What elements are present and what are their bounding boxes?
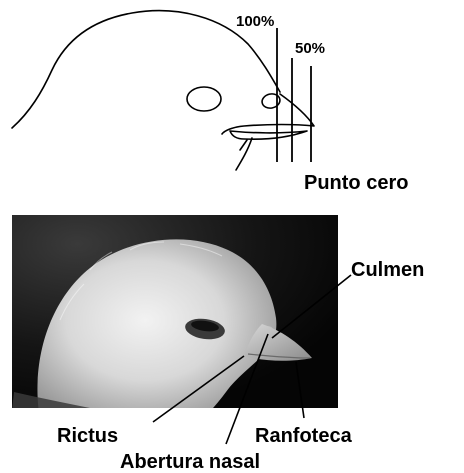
eye-outline — [187, 87, 221, 111]
bird-head-line-drawing — [12, 11, 314, 170]
throat-line — [236, 138, 252, 170]
label-100-percent: 100% — [236, 13, 274, 30]
upper-beak-outline — [222, 94, 314, 134]
lower-beak-outline — [230, 131, 307, 139]
chick-photo — [12, 215, 338, 420]
label-ranfoteca: Ranfoteca — [255, 425, 353, 447]
nostril-outline — [261, 92, 282, 109]
label-culmen: Culmen — [351, 259, 424, 281]
label-50-percent: 50% — [295, 40, 325, 57]
label-punto-cero: Punto cero — [304, 172, 408, 194]
label-rictus: Rictus — [57, 425, 118, 447]
label-abertura-nasal: Abertura nasal — [120, 451, 260, 473]
throat-line-short — [240, 140, 247, 150]
